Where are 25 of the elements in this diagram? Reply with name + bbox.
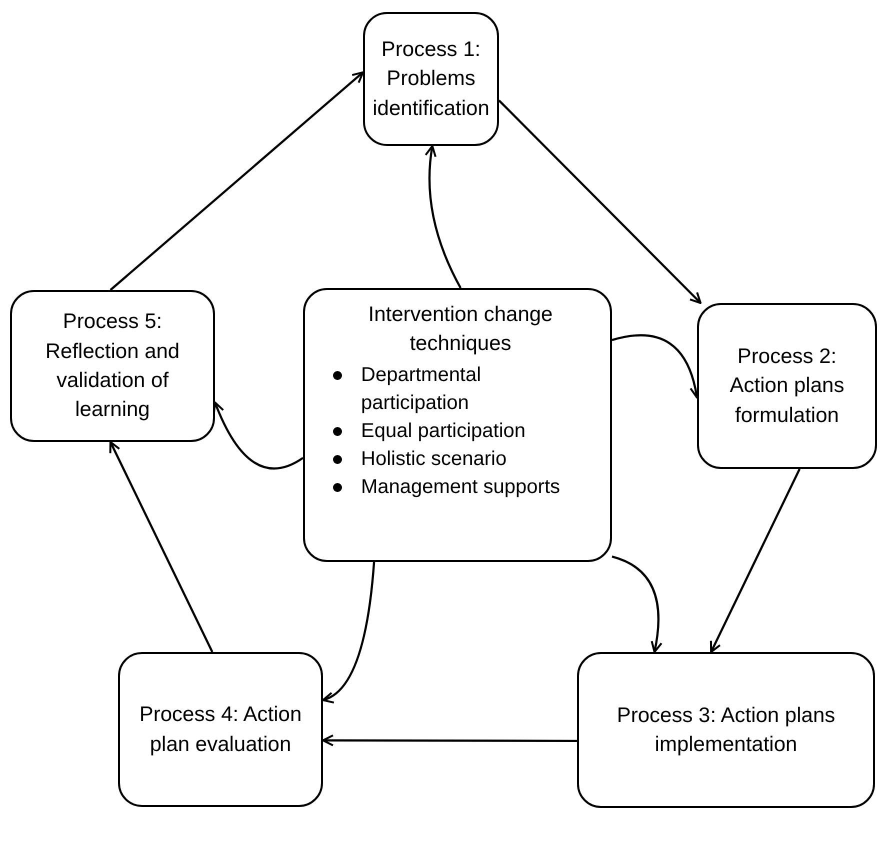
- box-label: Process 1: Problems identification: [372, 36, 490, 122]
- bullet-text: Holistic scenario: [361, 448, 507, 470]
- box-label: Process 5: Reflection and validation of learning: [44, 309, 181, 424]
- arrow: [710, 468, 801, 653]
- arrow: [322, 734, 577, 746]
- bullet-text: Equal participation: [361, 420, 526, 442]
- arrow: [612, 555, 662, 653]
- box-label: Process 2: Action plans formulation: [728, 344, 846, 429]
- box-label: Process 3: Action plans implementation: [616, 702, 836, 758]
- arrow: [213, 401, 304, 470]
- bullet-text: Departmental participation: [361, 364, 482, 414]
- arrow: [110, 71, 364, 291]
- process-box: [10, 290, 215, 442]
- arrow: [424, 145, 462, 289]
- process-box: [118, 652, 323, 807]
- process-box: [697, 303, 877, 469]
- process-box: [363, 12, 499, 146]
- arrow: [322, 562, 376, 702]
- bullet-text: Management supports: [361, 476, 560, 498]
- process-box: [303, 288, 612, 562]
- arrow: [109, 441, 214, 652]
- box-label: Process 4: Action plan evaluation: [138, 702, 303, 758]
- arrow: [498, 100, 702, 304]
- heading: Intervention change techniques: [367, 302, 554, 358]
- process-box: [577, 652, 875, 808]
